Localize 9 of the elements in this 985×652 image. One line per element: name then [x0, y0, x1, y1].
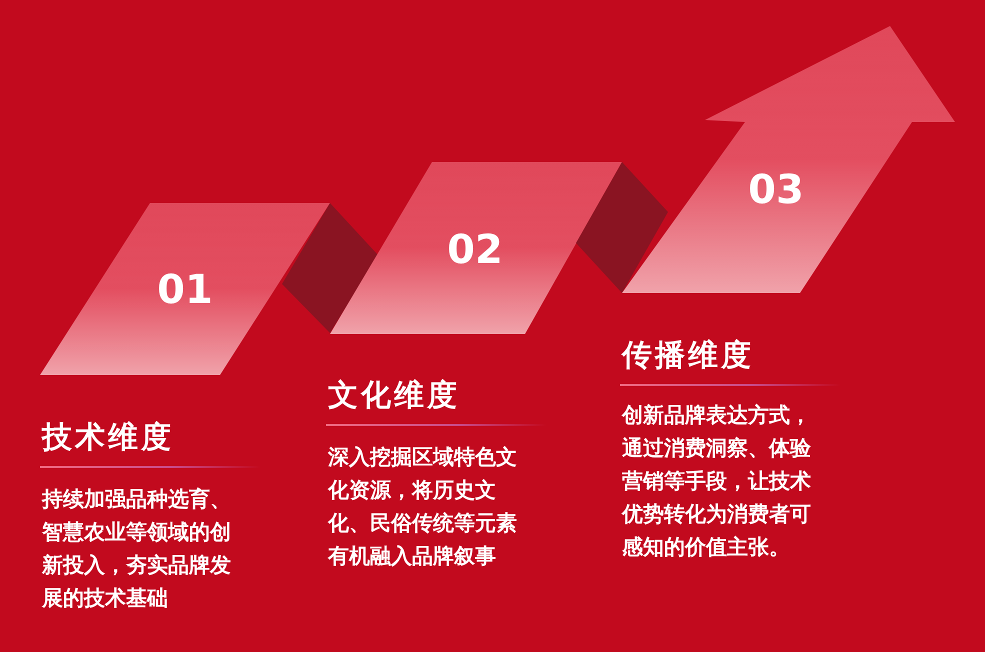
description: 持续加强品种选育、智慧农业等领域的创新投入，夯实品牌发展的技术基础 — [42, 485, 232, 612]
heading: 技术维度 — [42, 420, 174, 456]
heading: 文化维度 — [328, 378, 460, 414]
step-number: 03 — [748, 170, 804, 210]
step-number: 02 — [447, 230, 503, 270]
description: 深入挖掘区域特色文化资源，将历史文化、民俗传统等元素有机融入品牌叙事 — [328, 443, 518, 570]
heading: 传播维度 — [622, 338, 754, 374]
description: 创新品牌表达方式，通过消费洞察、体验营销等手段，让技术优势转化为消费者可感知的价值主张。 — [622, 401, 812, 561]
step-number: 01 — [157, 270, 213, 310]
